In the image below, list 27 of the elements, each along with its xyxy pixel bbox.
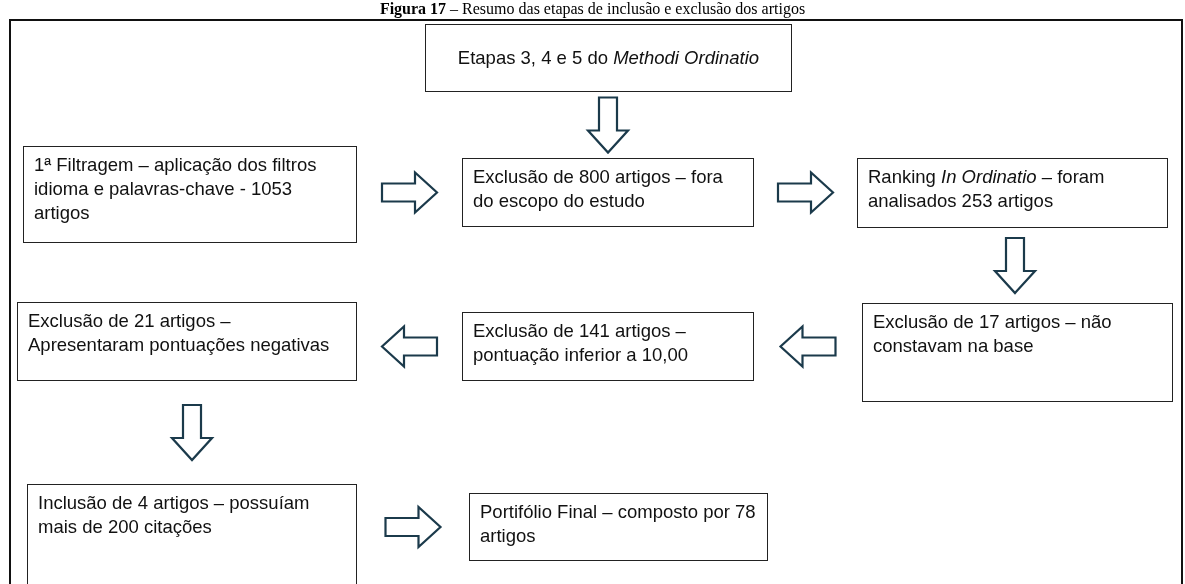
box-text: Inclusão de 4 artigos – possuíam mais de 200 citações	[38, 491, 311, 540]
box-text: Exclusão de 141 artigos – pontuação inferior a 10,00	[473, 319, 689, 368]
process-box	[857, 158, 1168, 228]
process-box	[462, 312, 754, 381]
process-box	[425, 24, 792, 92]
block-arrow	[585, 96, 631, 155]
box-text: Portifólio Final – composto por 78 artigos	[480, 500, 757, 549]
block-arrow	[380, 170, 439, 215]
process-box	[469, 493, 768, 561]
process-box	[23, 146, 357, 243]
block-arrow	[778, 324, 837, 369]
box-text: Exclusão de 21 artigos – Apresentaram pontuações negativas	[28, 309, 331, 358]
process-box	[862, 303, 1173, 402]
figure-title: Figura 17 – Resumo das etapas de inclusão e exclusão dos artigos	[379, 0, 806, 17]
box-text: Exclusão de 17 artigos – não constavam na base	[873, 310, 1113, 359]
box-text: Ranking In Ordinatio – foram analisados 253 artigos	[868, 165, 1106, 214]
block-arrow	[169, 403, 215, 462]
block-arrow	[380, 324, 439, 369]
box-text: Etapas 3, 4 e 5 do Methodi Ordinatio	[457, 45, 760, 70]
process-box	[27, 484, 357, 584]
block-arrow	[992, 236, 1038, 295]
box-text: Exclusão de 800 artigos – fora do escopo do estudo	[473, 165, 724, 214]
block-arrow	[384, 504, 443, 550]
box-text: 1ª Filtragem – aplicação dos filtros idioma e palavras-chave - 1053 artigos	[34, 153, 318, 226]
process-box	[17, 302, 357, 381]
block-arrow	[776, 170, 835, 215]
process-box	[462, 158, 754, 227]
